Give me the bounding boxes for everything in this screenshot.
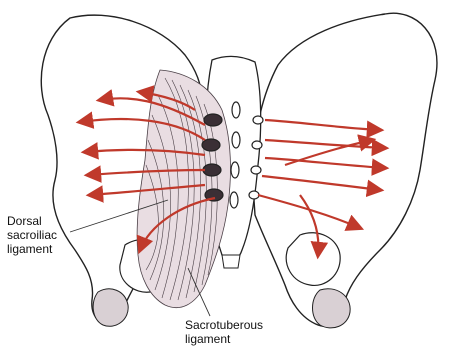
left-foramen-3 [203, 164, 221, 176]
median-crest-2 [232, 132, 240, 148]
median-crest-1 [232, 102, 240, 118]
right-foramen-4 [249, 191, 259, 199]
right-ilium [252, 13, 437, 326]
right-foramen-2 [252, 141, 262, 149]
label-line: Dorsal [7, 214, 57, 228]
left-foramen-1 [204, 114, 222, 126]
label-line: Sacrotuberous [185, 318, 263, 332]
right-foramen-3 [251, 166, 261, 174]
left-ischial-tuberosity [93, 289, 128, 326]
label-sacrotuberous-ligament: Sacrotuberous ligament [185, 318, 263, 346]
label-line: ligament [185, 332, 263, 346]
coccyx [222, 255, 240, 268]
label-dorsal-sacroiliac-ligament: Dorsal sacroiliac ligament [7, 214, 57, 256]
label-line: ligament [7, 242, 57, 256]
median-crest-4 [230, 192, 238, 208]
label-line: sacroiliac [7, 228, 57, 242]
right-foramen-1 [253, 116, 263, 124]
right-obturator-foramen [286, 233, 340, 286]
median-crest-3 [231, 162, 239, 178]
left-foramen-2 [202, 139, 220, 151]
